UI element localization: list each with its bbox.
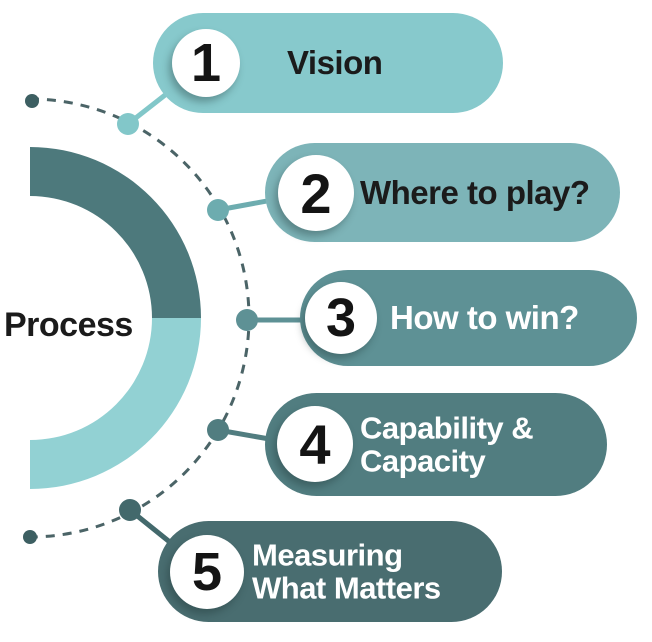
step-dot-1	[117, 113, 139, 135]
step-number-1: 1	[190, 33, 222, 93]
step-pill-where-to-play: 2 Where to play?	[265, 143, 620, 242]
donut-top-segment	[30, 147, 201, 318]
step-dot-2	[207, 199, 229, 221]
step-dot-3	[236, 309, 258, 331]
step-label-measuring-what-matters: Measuring What Matters	[252, 537, 441, 606]
step-number-2: 2	[300, 161, 332, 225]
step-pill-how-to-win: 3 How to win?	[300, 270, 637, 366]
donut-bottom-segment	[30, 318, 201, 489]
arc-end-dot-top	[25, 94, 39, 108]
process-label: Process	[4, 306, 133, 344]
step-label-how-to-win: How to win?	[390, 299, 579, 337]
step-pill-capability-capacity: 4 Capability & Capacity	[265, 393, 607, 496]
step-number-3: 3	[325, 288, 357, 348]
step-number-5: 5	[191, 542, 223, 602]
step-dot-5	[119, 499, 141, 521]
step-number-circle-5: 5	[170, 535, 244, 609]
step-number-circle-3: 3	[305, 282, 377, 354]
step-number-circle-4: 4	[277, 406, 353, 482]
step-number-circle-2: 2	[278, 155, 354, 231]
arc-end-dot-bottom	[23, 530, 37, 544]
step-label-vision: Vision	[287, 44, 383, 82]
step-pill-vision: 1 Vision	[153, 13, 503, 113]
step-pill-measuring-what-matters: 5 Measuring What Matters	[158, 521, 502, 622]
step-number-4: 4	[299, 412, 331, 476]
step-label-where-to-play: Where to play?	[360, 173, 590, 211]
step-number-circle-1: 1	[172, 29, 240, 97]
step-dot-4	[207, 419, 229, 441]
step-label-capability-capacity: Capability & Capacity	[360, 410, 534, 479]
